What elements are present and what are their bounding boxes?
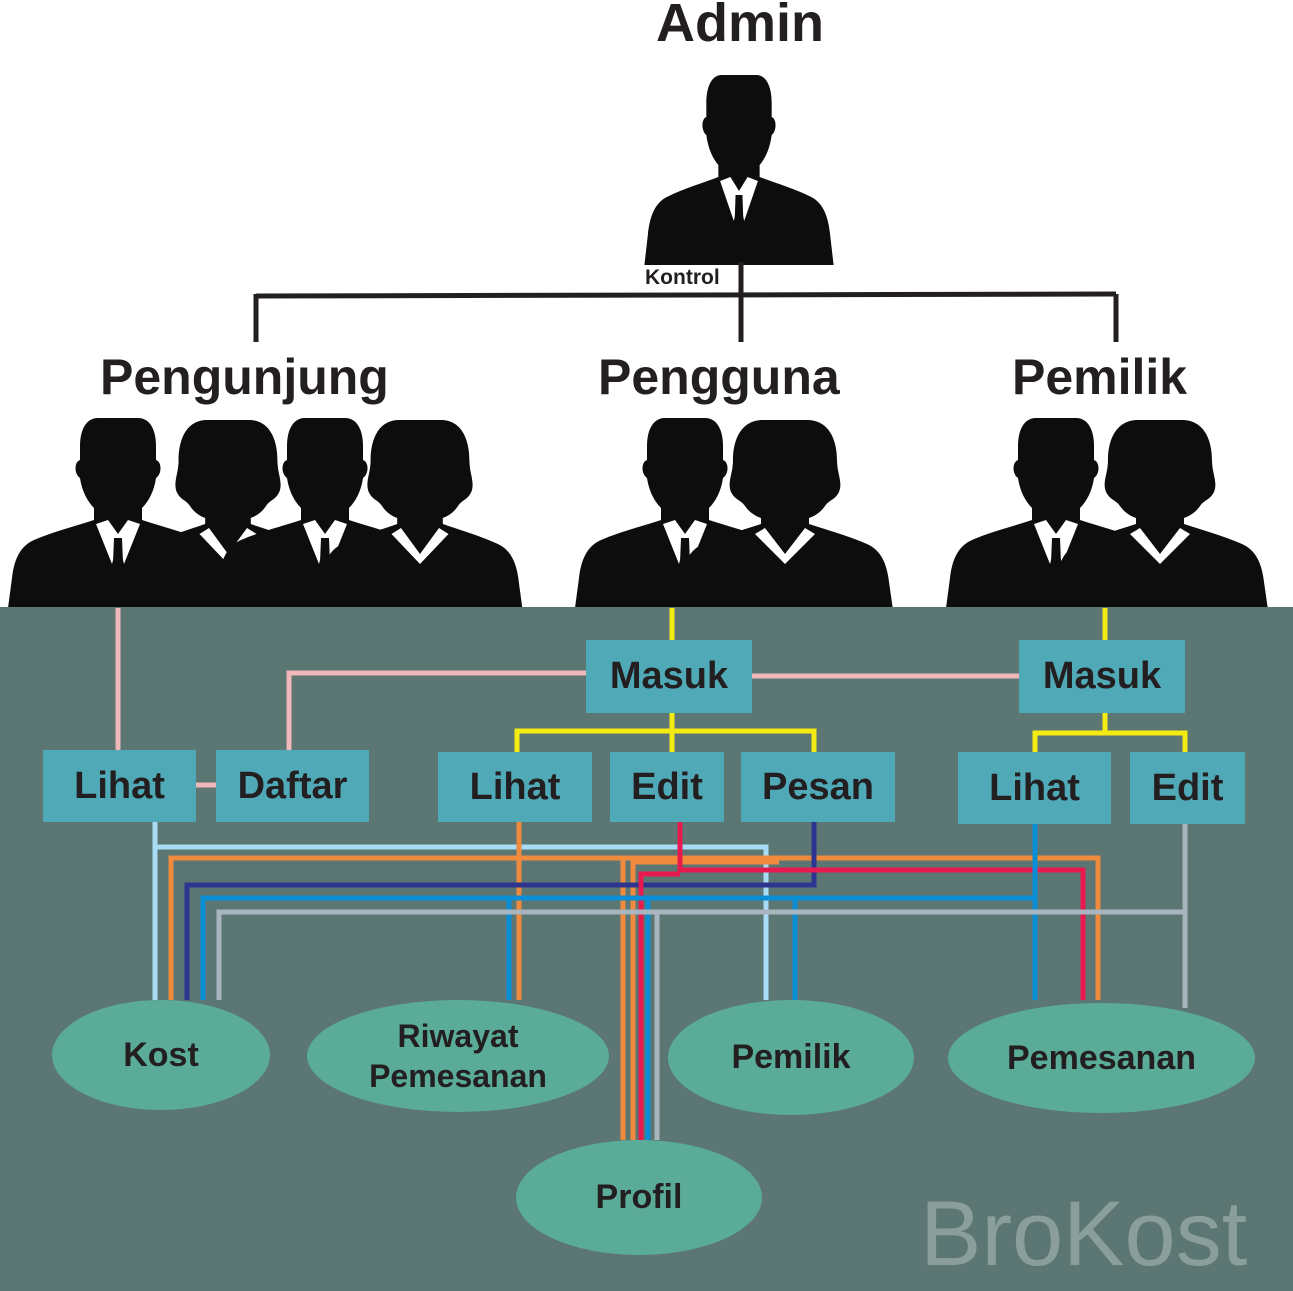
gray-connectors xyxy=(216,822,1188,1140)
pengunjung-title: Pengunjung xyxy=(100,349,389,405)
admin-silhouette xyxy=(644,75,834,265)
navy-connector xyxy=(184,822,817,1000)
pemilik-lihat-box: Lihat xyxy=(958,752,1111,824)
pemesanan-entity: Pemesanan xyxy=(948,1003,1255,1113)
pemilik-entity: Pemilik xyxy=(668,1000,914,1115)
pengguna-lihat-box: Lihat xyxy=(438,752,592,822)
profil-entity: Profil xyxy=(516,1140,762,1255)
riwayat-pemesanan-entity: Riwayat Pemesanan xyxy=(307,1000,609,1112)
pengguna-title: Pengguna xyxy=(598,349,840,405)
riwayat-label-line2: Pemesanan xyxy=(369,1058,547,1094)
control-connector xyxy=(253,262,1119,342)
pengguna-silhouettes xyxy=(575,418,893,610)
pink-connectors xyxy=(115,608,1020,788)
kost-entity: Kost xyxy=(52,1000,270,1110)
red-connectors xyxy=(638,822,1086,1140)
pemilik-title: Pemilik xyxy=(1012,349,1188,405)
pengunjung-silhouettes xyxy=(8,418,523,610)
pemilik-silhouettes xyxy=(946,418,1268,610)
pemilik-masuk-box: Masuk xyxy=(1019,640,1185,713)
yellow-connectors xyxy=(514,608,1188,752)
admin-title: Admin xyxy=(656,0,824,53)
pemilik-edit-box: Edit xyxy=(1130,752,1245,824)
pengunjung-lihat-box: Lihat xyxy=(43,750,196,822)
riwayat-label-line1: Riwayat xyxy=(397,1018,519,1054)
pengguna-masuk-box: Masuk xyxy=(586,640,752,713)
pengunjung-daftar-box: Daftar xyxy=(216,750,369,822)
control-label: Kontrol xyxy=(645,266,720,289)
pengguna-edit-box: Edit xyxy=(610,752,724,822)
brokost-watermark: BroKost xyxy=(920,1183,1248,1285)
pengguna-pesan-box: Pesan xyxy=(741,752,895,822)
